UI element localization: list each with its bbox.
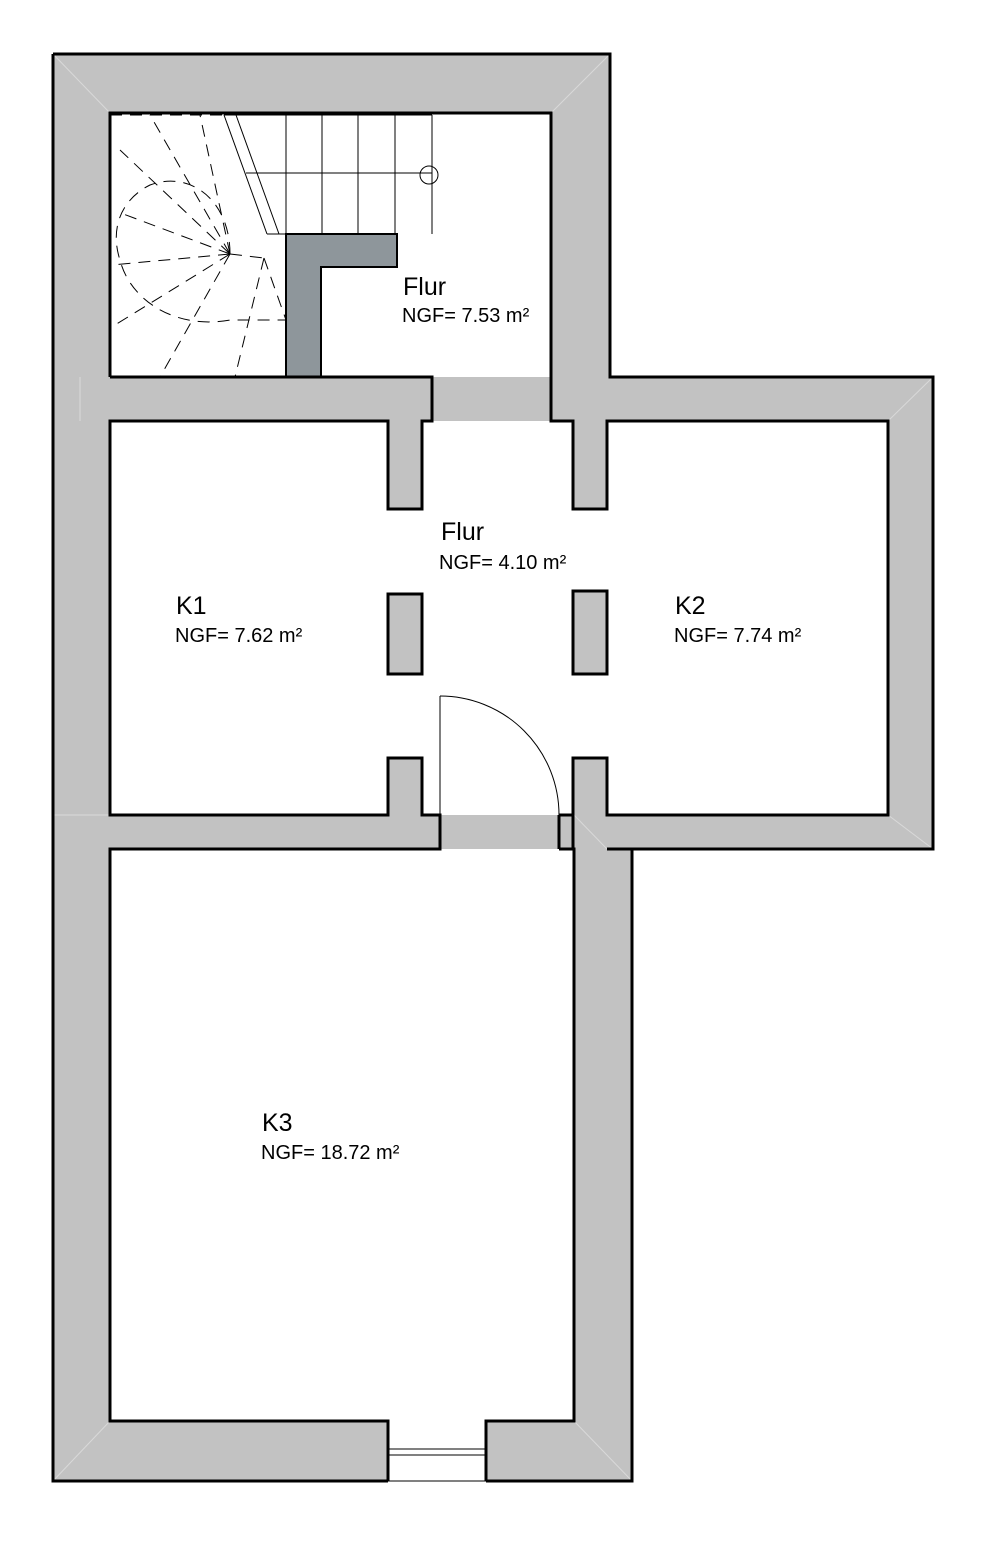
pier-left-mid (388, 594, 422, 674)
room-label-k3: K3 NGF= 18.72 m² (261, 1109, 400, 1164)
room-name: Flur (403, 273, 446, 301)
wall-k3-right-col (574, 849, 632, 1481)
exterior-walls (53, 54, 933, 1481)
window (388, 1448, 486, 1482)
pier-left-top (388, 421, 422, 509)
window-opening (388, 1421, 486, 1481)
room-name: Flur (441, 518, 484, 546)
room-label-k1: K1 NGF= 7.62 m² (175, 592, 303, 647)
room-name: K3 (262, 1109, 293, 1137)
room-area: NGF= 18.72 m² (261, 1142, 400, 1164)
pier-left-low (388, 758, 422, 815)
room-label-flur-middle: Flur NGF= 4.10 m² (439, 518, 567, 574)
door (439, 695, 560, 816)
room-area: NGF= 7.53 m² (402, 305, 530, 327)
room-name: K1 (176, 592, 207, 620)
pier-right-mid (573, 591, 607, 674)
wall-right-upper (551, 377, 610, 421)
stair-core-wall (285, 233, 398, 378)
stair-start-marker (419, 165, 439, 185)
wall-outlines (51, 52, 935, 1483)
room-name: K2 (675, 592, 706, 620)
stair-winders (109, 113, 287, 378)
room-area: NGF= 7.74 m² (674, 625, 802, 647)
room-area: NGF= 7.62 m² (175, 625, 303, 647)
wall-stair-bottom (110, 377, 432, 421)
pier-right-low (573, 758, 607, 815)
room-area: NGF= 4.10 m² (439, 552, 567, 574)
stair-treads (223, 114, 433, 235)
wall-k1-k3 (110, 815, 440, 849)
wall-miter-lines (52, 53, 934, 1482)
pier-right-top (573, 421, 607, 509)
room-label-k2: K2 NGF= 7.74 m² (674, 592, 802, 647)
room-label-flur-upper: Flur NGF= 7.53 m² (402, 273, 530, 327)
wall-k2-k3 (559, 815, 933, 849)
